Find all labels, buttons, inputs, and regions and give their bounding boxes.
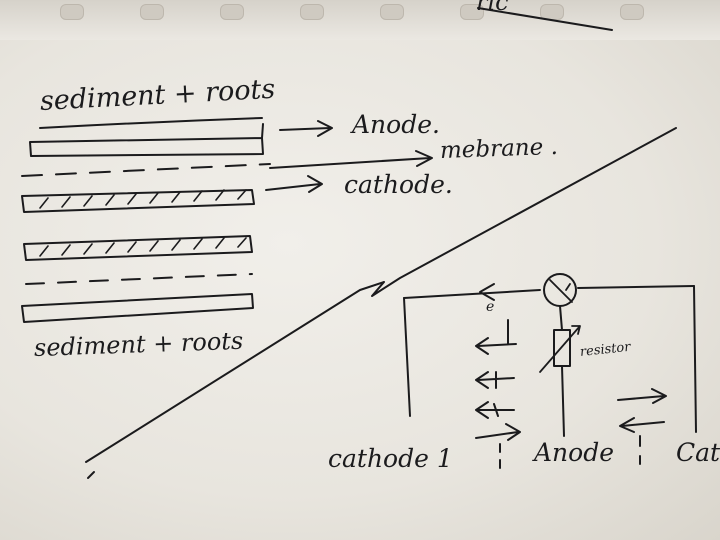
spiral-hole [220,4,244,20]
ion-arrow-2 [475,401,515,419]
variable-resistor-arrow [539,325,581,373]
ion-arrow-left-2 [619,417,665,433]
top-wire-left [403,289,541,299]
top-wire-right [577,285,695,289]
label-underline [39,117,263,129]
second-cathode-layer [23,235,253,261]
right-wire [693,285,697,433]
spiral-hole [60,4,84,20]
scrap-text: ric [476,0,509,16]
ion-arrow [475,371,515,389]
ion-arrow-right [475,423,521,441]
circuit-anode-label: Anode [534,438,615,467]
left-wire [403,297,411,417]
current-arrow [479,283,495,301]
cathode-layer [21,189,255,213]
spiral-hole [300,4,324,20]
anode-layer [29,123,264,157]
anode-arrow [279,120,333,137]
second-membrane-layer [25,273,253,285]
meter-needle [549,279,573,303]
cathode1-label: cathode 1 [328,444,453,473]
divider-tick [87,471,95,479]
anode-wire-bottom [561,365,565,437]
electron-label: e [486,299,495,315]
spiral-hole [620,4,644,20]
anode-wire-top [559,305,563,331]
divider-line [85,127,677,463]
cathode-arrow [265,175,323,193]
membrane-layer [21,163,271,177]
cathode-label: cathode. [344,170,453,199]
electron-arrow [475,337,517,355]
spiral-hole [140,4,164,20]
circuit-diagram [403,273,697,469]
ion-arrow-right-2 [617,388,667,404]
second-cathode-hatching [39,237,247,257]
cathode2-label: Cat [676,438,720,467]
second-anode-layer [21,293,254,323]
cathode-hatching [39,189,247,209]
spiral-hole [380,4,404,20]
notebook-spiral-binding [0,0,720,40]
membrane-arrow [269,150,433,169]
membrane-label: mebrane . [439,133,559,164]
scrap-underline [477,7,613,31]
anode-label: Anode. [352,110,440,139]
bottom-sediment-label: sediment + roots [33,326,244,362]
layer-stack [21,117,433,323]
